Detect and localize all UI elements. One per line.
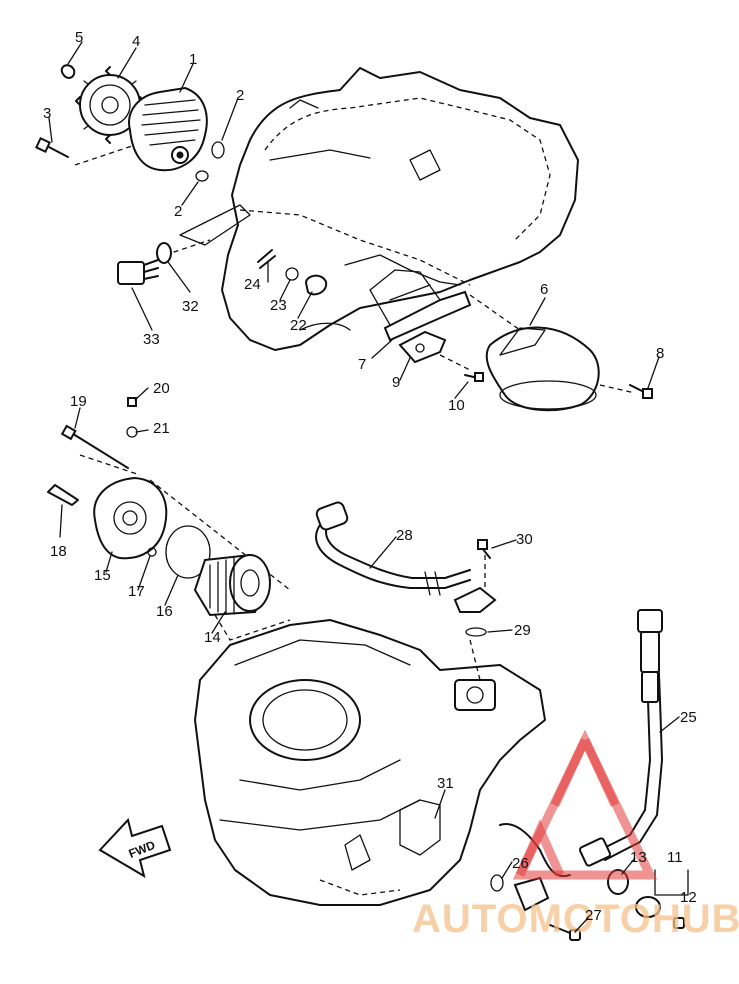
label-part-21: 21 [153,420,170,437]
oil-delivery-pipe [315,501,497,613]
label-part-25: 25 [680,709,697,726]
strainer-bracket [383,290,472,342]
label-part-30: 30 [516,531,533,548]
label-part-4: 4 [132,33,140,50]
filter-cover-bolts [47,397,138,506]
label-part-29: 29 [514,622,531,639]
label-part-11: 11 [667,849,683,866]
filter-o-ring [147,525,211,579]
label-part-27: 27 [585,907,602,924]
label-part-17: 17 [128,583,145,600]
strainer-bolts [464,372,653,399]
label-part-6: 6 [540,281,548,298]
pipe-gasket [465,627,487,637]
label-part-2a: 2 [236,87,244,104]
label-part-8: 8 [656,345,664,362]
label-part-9: 9 [392,374,400,391]
oil-pump-drive-gear [75,66,145,144]
label-leaders [48,41,680,933]
small-fittings [257,249,328,296]
label-part-26: 26 [512,855,529,872]
label-part-16: 16 [156,603,173,620]
label-part-14: 14 [204,629,221,646]
pipe-bolt [477,539,491,559]
upper-crankcase-cover [221,67,579,351]
label-part-18: 18 [50,543,67,560]
label-part-33: 33 [143,331,160,348]
label-part-13: 13 [630,849,647,866]
label-part-15: 15 [94,567,111,584]
oil-filter-element [193,553,272,617]
label-part-32: 32 [182,298,199,315]
drain-plug [117,242,172,285]
label-part-10: 10 [448,397,465,414]
label-part-20: 20 [153,380,170,397]
label-part-19: 19 [70,393,87,410]
label-part-7: 7 [358,356,366,373]
label-part-22: 22 [290,317,307,334]
oil-pump-bolt [35,137,69,158]
label-part-1: 1 [189,51,197,68]
oil-hose-25 [578,609,663,867]
label-part-28: 28 [396,527,413,544]
label-part-31: 31 [437,775,454,792]
oil-pump-body [128,86,208,172]
part-labels: 1 2 2 3 4 5 6 7 8 9 10 11 12 13 14 15 16… [43,29,697,924]
union-bolt-27 [549,924,581,941]
label-part-3: 3 [43,105,51,122]
filter-cover [93,476,168,560]
label-part-2b: 2 [174,203,182,220]
strainer-plate [398,330,447,364]
fwd-direction-arrow: FWD [98,817,172,879]
lower-crankcase [194,619,546,906]
label-part-23: 23 [270,297,287,314]
watermark-text: AUTOMOTOHUB [412,897,739,941]
oil-pump-o-rings [195,141,225,182]
gear-circlip [60,64,76,79]
oil-strainer-cover [485,326,600,412]
label-part-5: 5 [75,29,83,46]
label-part-24: 24 [244,276,261,293]
label-part-12: 12 [680,889,697,906]
watermark-logo: AUTOMOTOHUB [412,729,739,941]
